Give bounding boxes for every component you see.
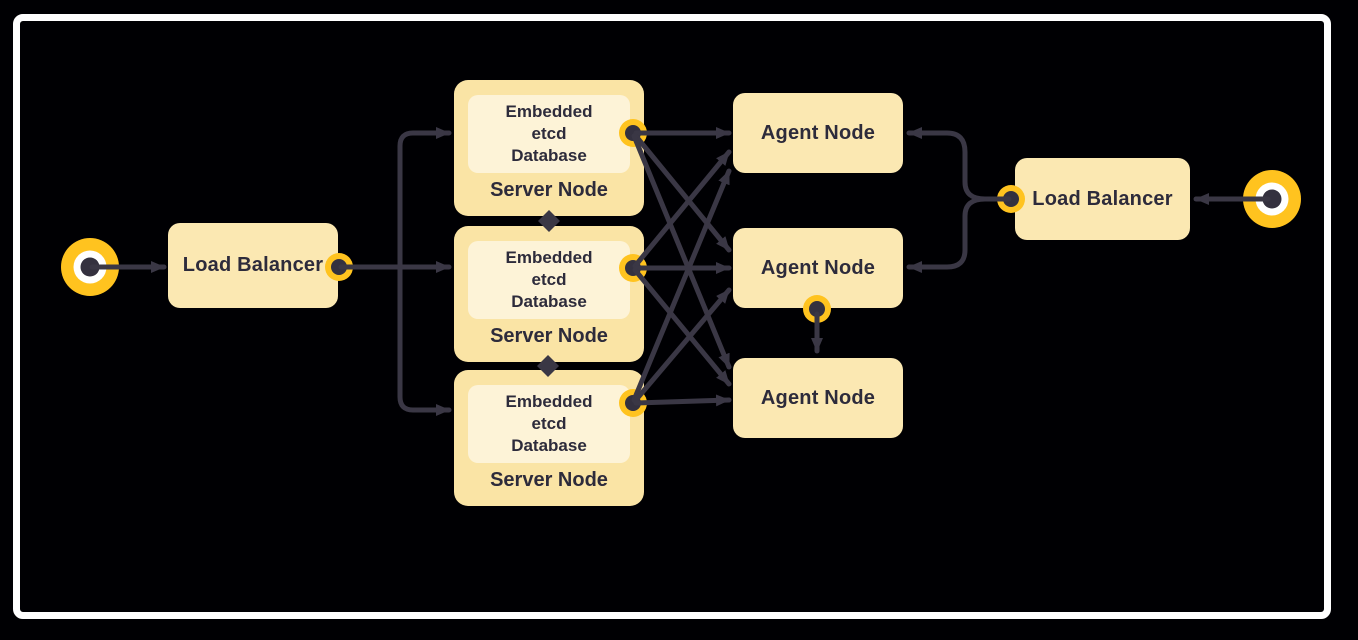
embedded-etcd-database-2: Embedded etcd Database [468,241,630,319]
agent-node-2: Agent Node [733,228,903,308]
embedded-etcd-database-2-label: Embedded etcd Database [505,247,593,312]
server-node-2-label: Server Node [490,325,608,347]
load-balancer-right-label: Load Balancer [1032,187,1173,210]
canvas-border [13,14,1331,619]
agent-node-3-label: Agent Node [760,386,876,409]
agent-node-2-label: Agent Node [760,256,876,279]
server-node-1-label: Server Node [490,179,608,201]
server-node-1: Embedded etcd Database Server Node [454,80,644,216]
embedded-etcd-database-1-label: Embedded etcd Database [505,101,593,166]
embedded-etcd-database-1: Embedded etcd Database [468,95,630,173]
load-balancer-right: Load Balancer [1015,158,1190,240]
server-node-2: Embedded etcd Database Server Node [454,226,644,362]
load-balancer-left: Load Balancer [168,223,338,308]
server-node-3-label: Server Node [490,469,608,491]
server-node-3: Embedded etcd Database Server Node [454,370,644,506]
agent-node-3: Agent Node [733,358,903,438]
embedded-etcd-database-3-label: Embedded etcd Database [505,391,593,456]
agent-node-1: Agent Node [733,93,903,173]
embedded-etcd-database-3: Embedded etcd Database [468,385,630,463]
load-balancer-left-label: Load Balancer [182,254,324,276]
agent-node-1-label: Agent Node [760,121,876,144]
